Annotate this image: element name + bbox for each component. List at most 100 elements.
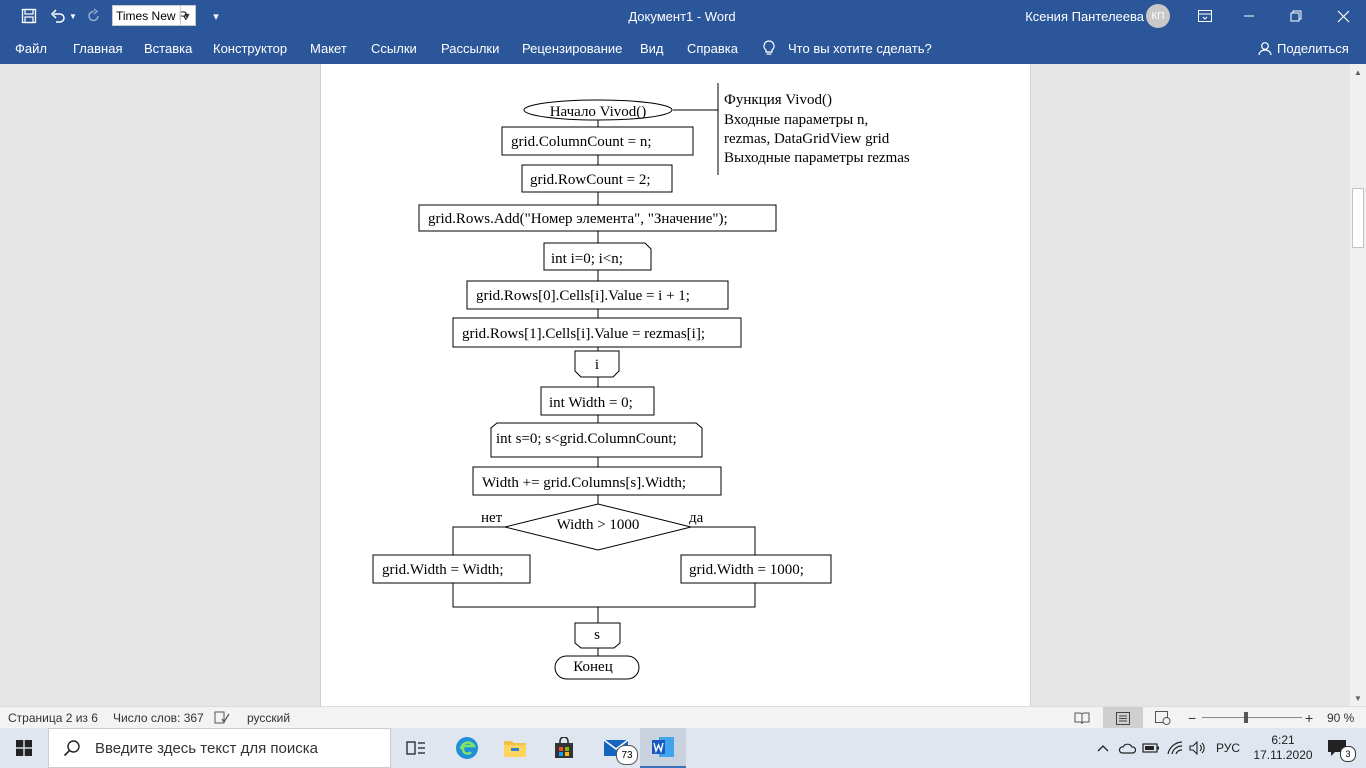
process-box bbox=[501, 126, 694, 156]
lightbulb-icon[interactable] bbox=[762, 32, 776, 64]
loop-label: int i=0; i<n; bbox=[551, 251, 623, 267]
zoom-out-icon[interactable]: − bbox=[1188, 710, 1197, 726]
zoom-slider-thumb[interactable] bbox=[1244, 712, 1249, 723]
step-label: grid.Rows[0].Cells[i].Value = i + 1; bbox=[476, 288, 690, 304]
process-box bbox=[418, 204, 777, 232]
process-box bbox=[372, 554, 531, 584]
tab-file[interactable]: Файл bbox=[15, 40, 47, 56]
store-icon[interactable] bbox=[547, 728, 581, 768]
document-page[interactable]: Начало Vivod() Функция Vivod() Входные п… bbox=[320, 64, 1031, 706]
proofing-icon[interactable] bbox=[214, 707, 230, 729]
loop-end-box bbox=[574, 350, 620, 378]
condition-label: Width > 1000 bbox=[557, 517, 640, 533]
status-bar: Страница 2 из 6 Число слов: 367 русский … bbox=[0, 706, 1366, 729]
loop-label: int s=0; s<grid.ColumnCount; bbox=[496, 431, 677, 447]
process-box bbox=[452, 317, 742, 348]
clock[interactable]: 6:21 17.11.2020 bbox=[1250, 728, 1316, 768]
chevron-down-icon[interactable]: ▼ bbox=[180, 6, 193, 25]
step-label: grid.ColumnCount = n; bbox=[511, 134, 652, 150]
zoom-level[interactable]: 90 % bbox=[1327, 711, 1355, 725]
share-button[interactable]: Поделиться bbox=[1277, 40, 1349, 56]
notifications-icon[interactable]: 3 bbox=[1320, 728, 1356, 768]
tab-design[interactable]: Конструктор bbox=[213, 40, 288, 56]
tab-home[interactable]: Главная bbox=[73, 40, 123, 56]
ribbon-tabs bbox=[0, 32, 1366, 64]
search-placeholder: Введите здесь текст для поиска bbox=[95, 739, 318, 757]
branch-yes-line bbox=[691, 526, 756, 555]
vertical-scrollbar[interactable]: ▲ ▼ bbox=[1350, 64, 1366, 706]
language-indicator[interactable]: русский bbox=[247, 711, 291, 725]
windows-start-icon[interactable] bbox=[0, 728, 48, 768]
print-layout-icon[interactable] bbox=[1103, 707, 1143, 729]
web-layout-icon[interactable] bbox=[1155, 707, 1171, 729]
end-label: Конец bbox=[573, 659, 612, 675]
process-box bbox=[466, 280, 729, 310]
zoom-slider[interactable] bbox=[1202, 707, 1302, 729]
search-icon bbox=[63, 739, 81, 757]
loop-start-box bbox=[543, 242, 652, 271]
user-name[interactable]: Ксения Пантелеева bbox=[1025, 8, 1144, 24]
edge-icon[interactable] bbox=[450, 728, 484, 768]
notifications-badge: 3 bbox=[1340, 746, 1356, 762]
step-label: grid.Width = 1000; bbox=[689, 562, 804, 578]
tab-mailings[interactable]: Рассылки bbox=[441, 40, 500, 56]
undo-dropdown-icon[interactable]: ▼ bbox=[69, 11, 77, 21]
tab-view[interactable]: Вид bbox=[640, 40, 664, 56]
ribbon-display-options-icon[interactable] bbox=[1192, 6, 1218, 26]
decision-diamond bbox=[504, 503, 692, 551]
wifi-icon[interactable] bbox=[1165, 728, 1185, 768]
step-label: int Width = 0; bbox=[549, 395, 633, 411]
file-explorer-icon[interactable] bbox=[498, 728, 532, 768]
tab-help[interactable]: Справка bbox=[687, 40, 738, 56]
avatar[interactable]: КП bbox=[1146, 4, 1170, 28]
close-icon[interactable] bbox=[1330, 6, 1356, 26]
mail-icon[interactable]: 73 bbox=[596, 728, 638, 768]
start-label: Начало Vivod() bbox=[550, 104, 647, 120]
start-terminator bbox=[523, 99, 673, 121]
customize-toolbar-icon[interactable]: ▾ bbox=[213, 10, 219, 23]
undo-icon[interactable] bbox=[48, 6, 68, 26]
redo-icon[interactable] bbox=[84, 6, 104, 26]
chevron-up-icon[interactable] bbox=[1094, 728, 1112, 768]
merge-line bbox=[452, 583, 756, 608]
task-view-icon[interactable] bbox=[400, 728, 432, 768]
document-area[interactable]: Начало Vivod() Функция Vivod() Входные п… bbox=[0, 64, 1350, 706]
volume-icon[interactable] bbox=[1188, 728, 1208, 768]
comment-line-1: Функция Vivod() bbox=[724, 92, 832, 108]
save-icon[interactable] bbox=[18, 6, 40, 26]
restore-icon[interactable] bbox=[1283, 6, 1309, 26]
branch-no-line bbox=[452, 526, 505, 555]
input-language[interactable]: РУС bbox=[1215, 741, 1241, 755]
scroll-up-icon[interactable]: ▲ bbox=[1354, 67, 1362, 77]
word-taskbar-icon[interactable] bbox=[640, 728, 686, 768]
font-name-value: Times New R bbox=[116, 8, 188, 23]
read-mode-icon[interactable] bbox=[1074, 707, 1090, 729]
scroll-down-icon[interactable]: ▼ bbox=[1354, 693, 1362, 703]
end-terminator bbox=[554, 655, 640, 680]
process-box bbox=[680, 554, 832, 584]
mail-badge: 73 bbox=[616, 745, 638, 765]
tab-review[interactable]: Рецензирование bbox=[522, 40, 623, 56]
font-name-box[interactable]: Times New R ▼ bbox=[112, 5, 196, 26]
tell-me-search[interactable]: Что вы хотите сделать? bbox=[788, 40, 932, 56]
page-indicator[interactable]: Страница 2 из 6 bbox=[8, 711, 98, 725]
battery-icon[interactable] bbox=[1141, 728, 1161, 768]
onedrive-icon[interactable] bbox=[1117, 728, 1137, 768]
tab-insert[interactable]: Вставка bbox=[144, 40, 193, 56]
share-person-icon[interactable] bbox=[1258, 32, 1273, 64]
step-label: grid.RowCount = 2; bbox=[530, 172, 651, 188]
clock-date: 17.11.2020 bbox=[1253, 748, 1313, 762]
loop-start-box bbox=[490, 422, 703, 458]
word-count[interactable]: Число слов: 367 bbox=[113, 711, 204, 725]
scrollbar-thumb[interactable] bbox=[1352, 188, 1364, 248]
branch-yes-label: да bbox=[689, 510, 704, 526]
tab-references[interactable]: Ссылки bbox=[371, 40, 417, 56]
loop-end-box bbox=[574, 622, 621, 649]
step-label: grid.Rows.Add("Номер элемента", "Значени… bbox=[428, 211, 728, 227]
tab-layout[interactable]: Макет bbox=[310, 40, 347, 56]
loop-end-label: s bbox=[594, 627, 600, 643]
taskbar-search[interactable]: Введите здесь текст для поиска bbox=[48, 728, 391, 768]
document-title: Документ1 - Word bbox=[628, 8, 736, 24]
zoom-in-icon[interactable]: + bbox=[1305, 710, 1314, 726]
minimize-icon[interactable] bbox=[1236, 6, 1262, 26]
